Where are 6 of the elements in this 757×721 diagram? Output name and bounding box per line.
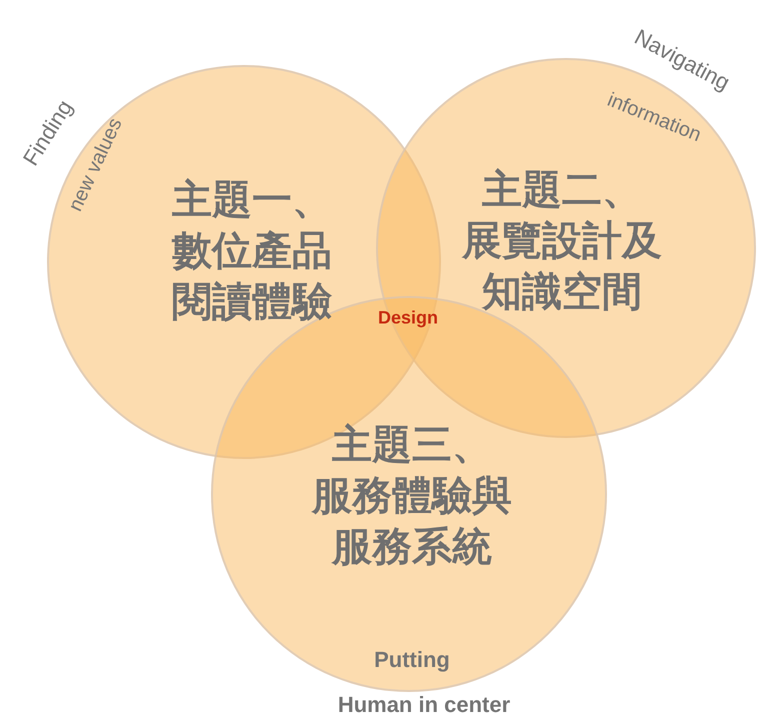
circle-title: 主題二、展覽設計及知識空間 (462, 166, 662, 318)
center-label: Design (378, 308, 438, 328)
circle-title: 主題三、服務體驗與服務系統 (312, 421, 512, 573)
theme-label: Putting (374, 647, 450, 673)
circle-title: 主題一、數位產品閱讀體驗 (172, 176, 332, 328)
theme-label: Human in center (338, 692, 510, 718)
